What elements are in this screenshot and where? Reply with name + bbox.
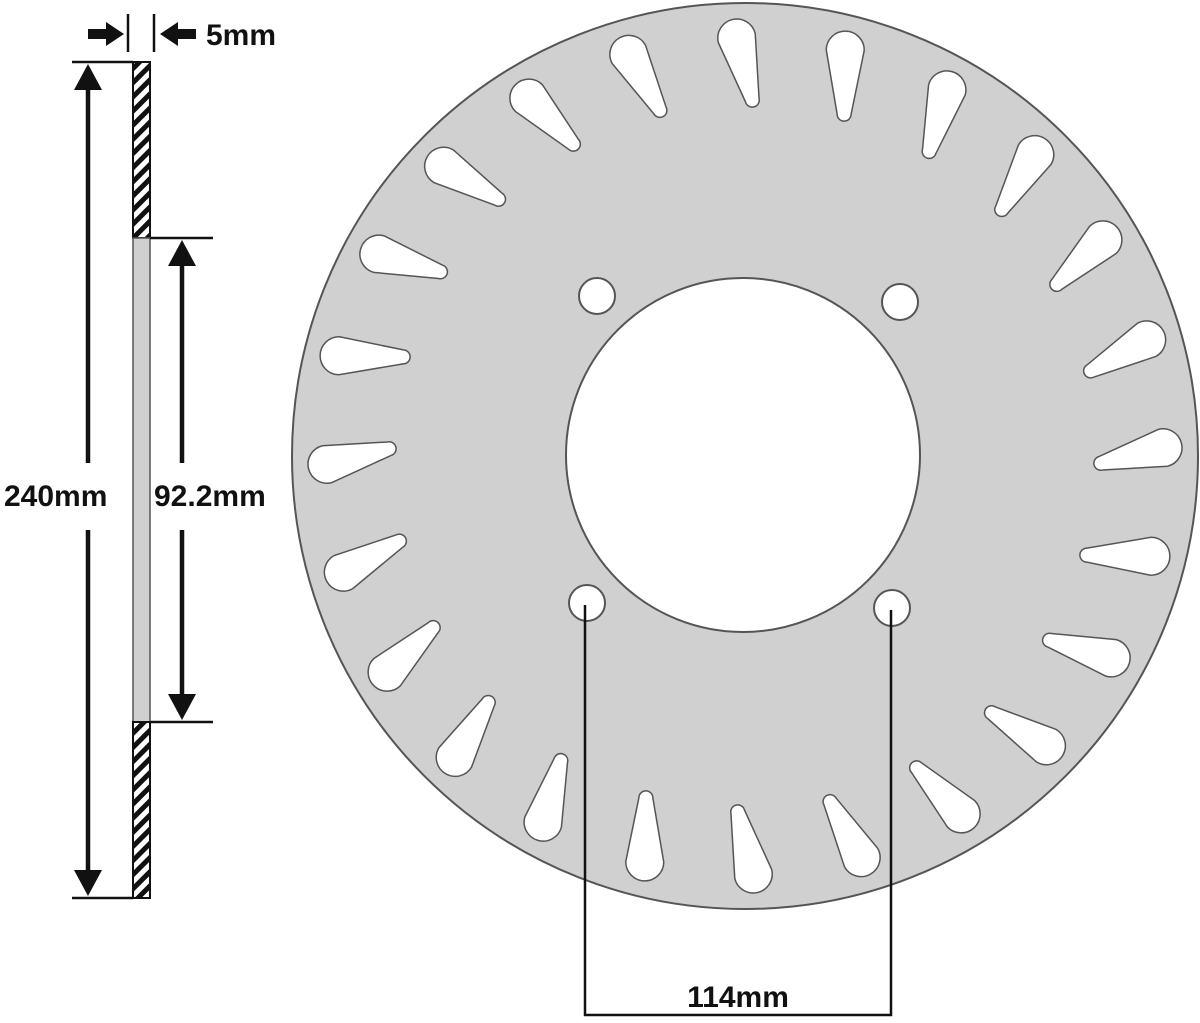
bolt-hole-bottom-left	[568, 584, 606, 622]
cooling-slot	[367, 619, 441, 692]
cooling-slot	[1049, 220, 1123, 293]
cooling-slot	[423, 146, 507, 207]
cooling-slot	[908, 760, 981, 834]
cooling-slot	[609, 34, 668, 119]
cooling-slot	[307, 441, 397, 484]
center-bore-label: 92.2mm	[154, 480, 266, 513]
cooling-slot	[921, 70, 967, 160]
bolt-spacing-dimension: 114mm	[583, 605, 893, 1017]
bolt-hole-top-right	[881, 283, 919, 321]
cooling-slot	[1041, 632, 1131, 678]
thickness-arrow-left-icon	[160, 22, 196, 46]
cooling-slot	[825, 30, 865, 122]
cooling-slot	[994, 134, 1055, 218]
cooling-slot	[625, 790, 665, 882]
cooling-slot	[359, 234, 449, 280]
cooling-slot	[730, 804, 773, 894]
cooling-slot	[1079, 536, 1171, 576]
center-bore-arrow-up-icon	[168, 240, 196, 266]
center-bore-hole	[565, 277, 921, 633]
cooling-slot	[1082, 320, 1167, 379]
cooling-slot	[523, 752, 569, 842]
cooling-slot	[717, 18, 760, 108]
bolt-spacing-label: 114mm	[687, 981, 789, 1014]
side-profile-view	[132, 61, 151, 899]
cooling-slot	[822, 793, 881, 878]
outer-diameter-arrow-down-icon	[74, 870, 102, 896]
thickness-arrow-right-icon	[88, 22, 124, 46]
thickness-label: 5mm	[206, 19, 276, 52]
cooling-slot	[435, 694, 496, 778]
center-bore-arrow-down-icon	[168, 694, 196, 720]
cooling-slot	[509, 78, 582, 152]
profile-center-hub-section	[132, 237, 151, 723]
bolt-hole-top-left	[578, 277, 616, 315]
profile-top-hatched-section	[132, 61, 151, 239]
brake-disc-front-view	[291, 2, 1199, 910]
outer-diameter-arrow-up-icon	[74, 64, 102, 90]
cooling-slots	[307, 18, 1183, 894]
cooling-slot	[983, 705, 1067, 766]
cooling-slot	[1093, 428, 1183, 471]
thickness-dimension: 5mm	[88, 14, 276, 52]
center-bore-dimension: 92.2mm	[150, 236, 266, 724]
cooling-slot	[323, 533, 408, 592]
outer-diameter-dimension: 240mm	[4, 60, 133, 900]
cooling-slot	[319, 336, 411, 376]
bolt-spacing-bracket	[583, 605, 893, 1017]
profile-bottom-hatched-section	[132, 721, 151, 899]
outer-diameter-label: 240mm	[4, 480, 107, 513]
